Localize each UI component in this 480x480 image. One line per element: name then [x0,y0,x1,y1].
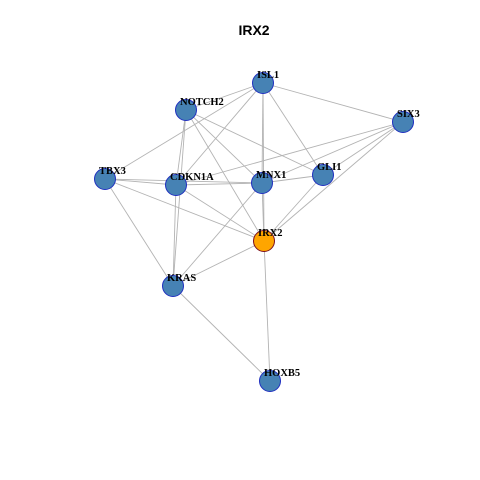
edge-gli1-irx2 [263,174,324,242]
diagram-title: IRX2 [238,22,269,38]
edge-isl1-irx2 [262,82,265,242]
node-circle-irx2[interactable] [253,230,275,252]
node-circle-isl1[interactable] [252,72,274,94]
edge-six3-irx2 [263,121,404,242]
edge-six3-cdkn1a [175,121,404,186]
node-circle-kras[interactable] [162,275,184,297]
edge-notch2-irx2 [185,109,265,242]
node-cdkn1a[interactable]: CDKN1A [165,172,215,196]
node-hoxb5[interactable]: HOXB5 [259,368,301,392]
edge-cdkn1a-irx2 [175,184,265,242]
edge-six3-mnx1 [261,121,404,184]
edge-layer [104,82,404,382]
edge-cdkn1a-kras [172,184,177,287]
edge-isl1-six3 [262,82,404,123]
node-label-six3: SIX3 [397,109,420,120]
node-label-notch2: NOTCH2 [180,97,224,108]
node-label-kras: KRAS [167,273,196,284]
edge-isl1-notch2 [185,82,264,111]
edge-notch2-gli1 [185,109,324,176]
node-label-gli1: GLI1 [317,162,342,173]
node-label-tbx3: TBX3 [99,166,126,177]
node-label-cdkn1a: CDKN1A [170,172,214,183]
edge-tbx3-irx2 [104,178,265,242]
edge-tbx3-kras [104,178,174,287]
edge-notch2-kras [172,109,187,287]
node-label-mnx1: MNX1 [256,170,286,181]
node-tbx3[interactable]: TBX3 [94,166,126,190]
edge-cdkn1a-mnx1 [175,182,263,186]
node-label-irx2: IRX2 [258,228,283,239]
edge-six3-gli1 [322,121,404,176]
node-circle-mnx1[interactable] [251,172,273,194]
node-circle-six3[interactable] [392,111,414,133]
node-circle-hoxb5[interactable] [259,370,281,392]
node-isl1[interactable]: ISL1 [252,70,280,94]
node-label-hoxb5: HOXB5 [264,368,300,379]
edge-notch2-cdkn1a [175,109,187,186]
node-irx2[interactable]: IRX2 [253,228,283,252]
node-kras[interactable]: KRAS [162,273,197,297]
edge-kras-hoxb5 [172,285,271,382]
node-notch2[interactable]: NOTCH2 [175,97,224,121]
node-circle-cdkn1a[interactable] [165,174,187,196]
edge-isl1-cdkn1a [175,82,264,186]
edge-irx2-hoxb5 [263,240,271,382]
edge-mnx1-kras [172,182,263,287]
node-label-isl1: ISL1 [257,70,279,81]
edge-irx2-kras [172,240,265,287]
node-six3[interactable]: SIX3 [392,109,420,133]
edge-tbx3-cdkn1a [104,178,177,186]
node-circle-tbx3[interactable] [94,168,116,190]
edge-isl1-gli1 [262,82,324,176]
node-gli1[interactable]: GLI1 [312,162,342,186]
node-circle-gli1[interactable] [312,164,334,186]
node-circle-notch2[interactable] [175,99,197,121]
edge-notch2-mnx1 [185,109,263,184]
node-mnx1[interactable]: MNX1 [251,170,287,194]
